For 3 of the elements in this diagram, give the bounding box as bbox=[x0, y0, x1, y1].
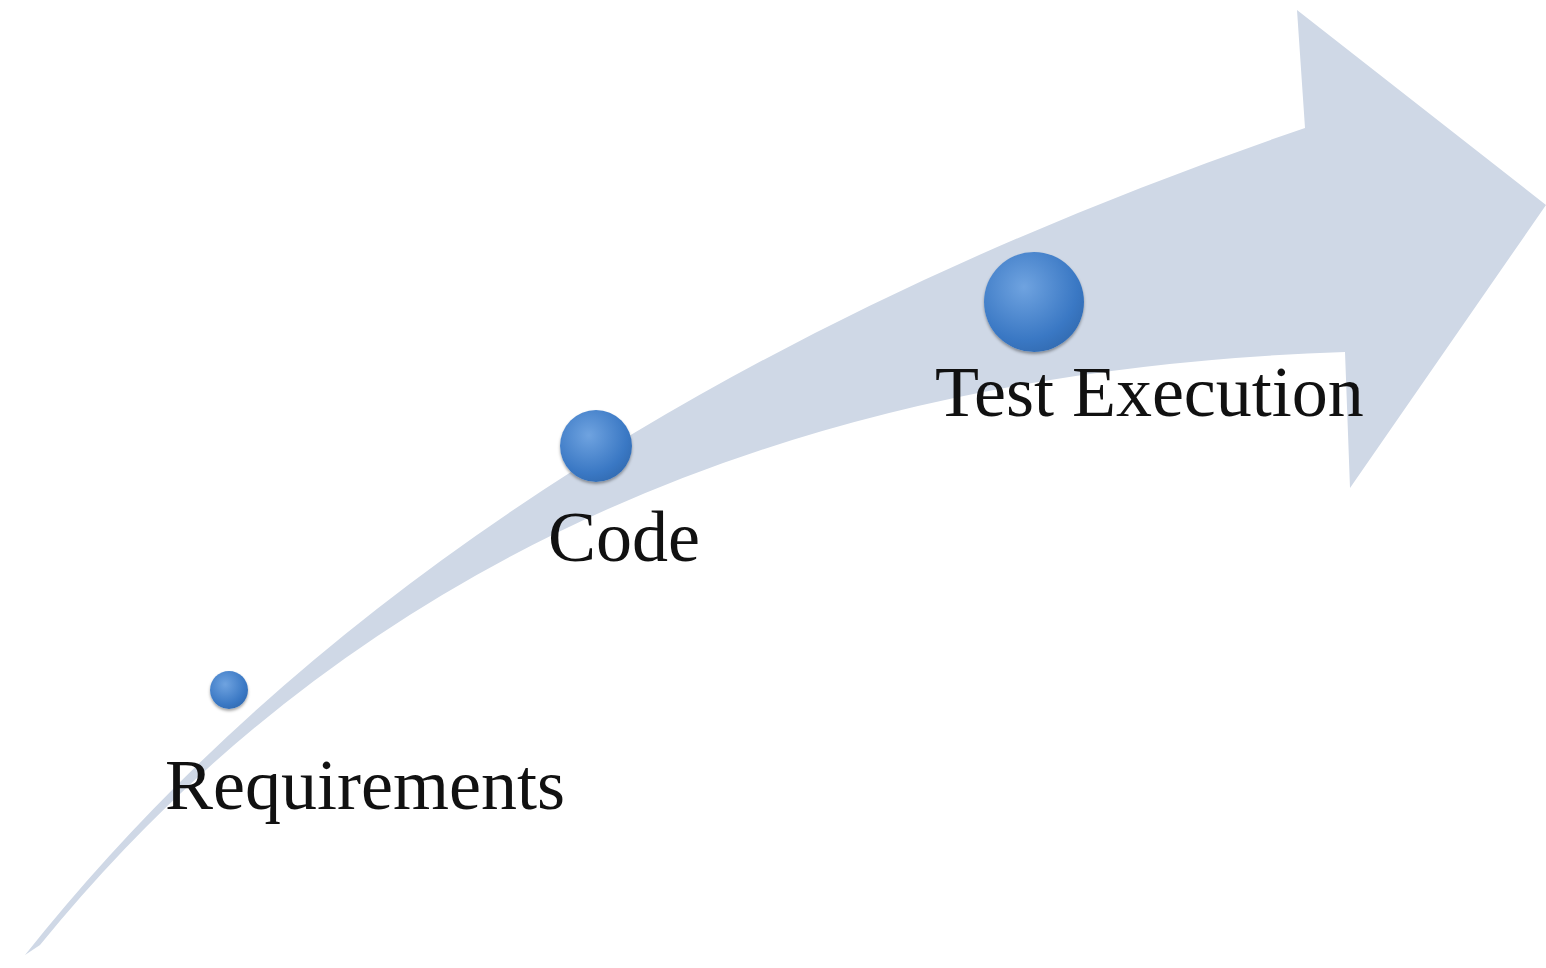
stage-label: Code bbox=[548, 497, 700, 577]
stage-label: Test Execution bbox=[935, 352, 1364, 432]
stage-label: Requirements bbox=[165, 745, 565, 825]
